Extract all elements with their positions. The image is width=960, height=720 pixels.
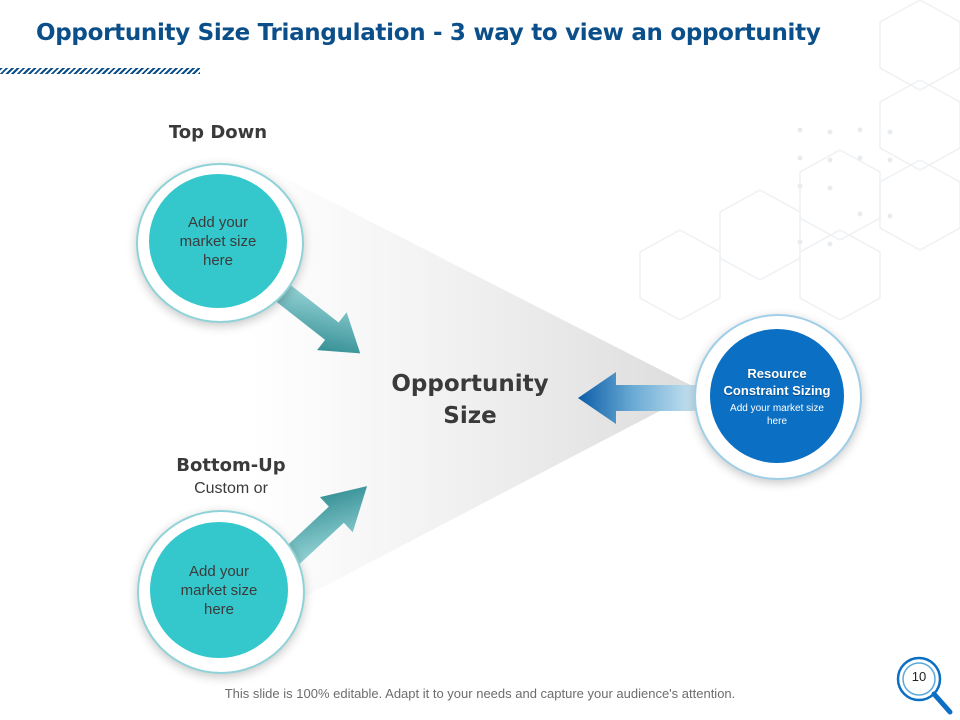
bottom-up-subheading: Custom or (194, 480, 268, 497)
resource-title: Resource Constraint Sizing (723, 365, 831, 398)
resource-text: Add your market size here (730, 402, 824, 427)
magnifier-icon (896, 656, 953, 715)
top-down-arrow (276, 284, 361, 354)
footer-note: This slide is 100% editable. Adapt it to… (224, 686, 736, 701)
bottom-up-heading: Bottom-Up (176, 455, 286, 476)
resource-circle: Resource Constraint Sizing Add your mark… (710, 329, 844, 463)
opportunity-size-label: Opportunity Size (391, 371, 549, 429)
hexagon-pattern (639, 0, 960, 320)
slide-title: Opportunity Size Triangulation - 3 way t… (36, 20, 821, 46)
top-down-heading: Top Down (168, 122, 268, 143)
bottom-up-circle: Add your market size here (150, 522, 288, 658)
page-number: 10 (911, 669, 927, 684)
top-down-text: Add your market size here (179, 213, 257, 269)
title-underline (0, 68, 200, 74)
top-down-circle: Add your market size here (149, 174, 287, 308)
bottom-up-text: Add your market size here (180, 562, 258, 618)
bottom-up-arrow (283, 486, 368, 566)
resource-arrow (578, 372, 700, 424)
funnel-shape (250, 160, 700, 625)
